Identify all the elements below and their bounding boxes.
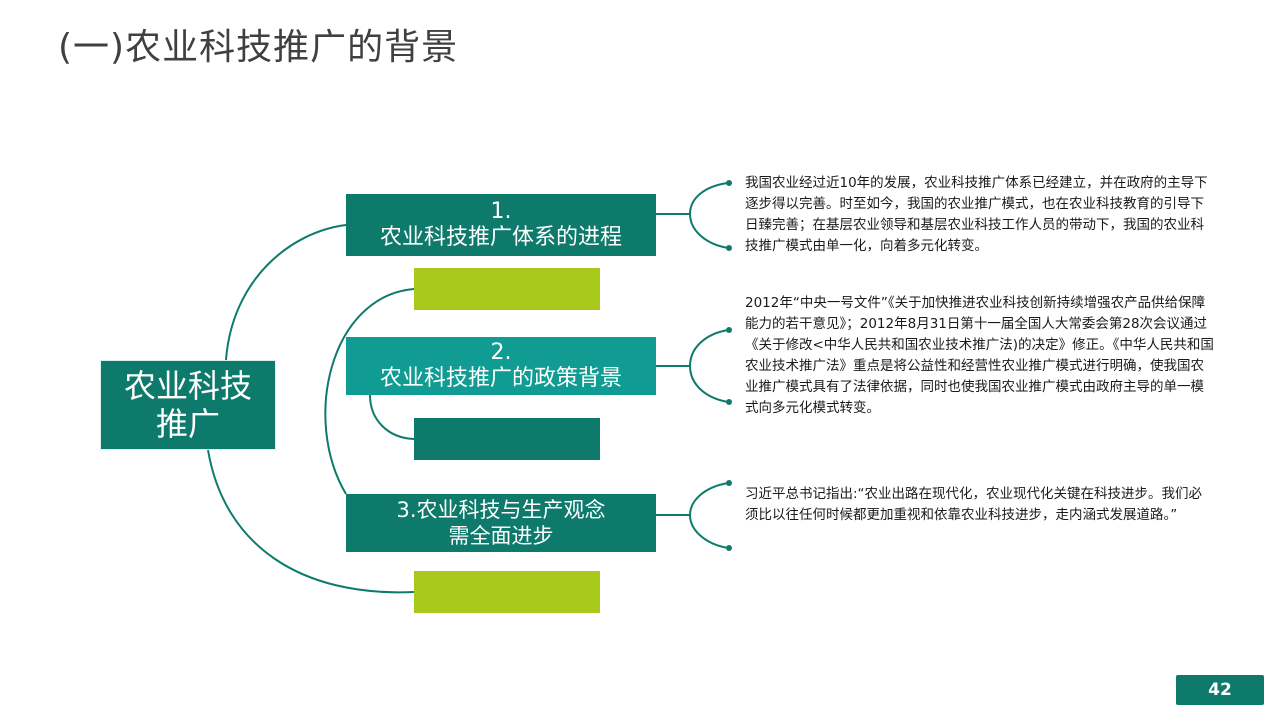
bracket-dot	[726, 545, 732, 551]
topic-node-1: 1. 农业科技推广体系的进程	[346, 194, 656, 256]
topic-node-2: 2. 农业科技推广的政策背景	[346, 337, 656, 395]
root-node: 农业科技 推广	[100, 360, 276, 450]
connector-root-topic-1	[225, 224, 347, 361]
bracket-dot	[726, 480, 732, 486]
root-label-line1: 农业科技	[123, 367, 252, 405]
topic-3-line1: 3.农业科技与生产观念	[396, 498, 606, 522]
accent-bar-2	[414, 418, 600, 460]
connector-root-topic-3	[207, 449, 415, 594]
page-title: (一)农业科技推广的背景	[58, 27, 459, 68]
root-label-line2: 推广	[155, 405, 220, 443]
bracket-dot	[726, 180, 732, 186]
bracket-desc-3	[688, 482, 729, 549]
bracket-dot	[726, 245, 732, 251]
topic-1-description: 我国农业经过近10年的发展，农业科技推广体系已经建立，并在政府的主导下逐步得以完…	[745, 175, 1208, 254]
accent-bar-3	[414, 571, 600, 613]
bracket-dot	[726, 327, 732, 333]
page-number: 42	[1176, 675, 1264, 705]
topic-1-line2: 农业科技推广体系的进程	[379, 225, 622, 250]
topic-node-3: 3.农业科技与生产观念 需全面进步	[346, 494, 656, 552]
connector-topic-2-bar-2	[369, 394, 415, 440]
bracket-desc-2	[688, 329, 729, 403]
connector-bar-1-topic-3	[324, 288, 415, 495]
topic-2-description: 2012年“中央一号文件”《关于加快推进农业科技创新持续增强农产品供给保障能力的…	[745, 295, 1214, 416]
bracket-dot	[726, 399, 732, 405]
topic-3-description: 习近平总书记指出:“农业出路在现代化，农业现代化关键在科技进步。我们必须比以往任…	[745, 486, 1203, 523]
topic-2-line2: 农业科技推广的政策背景	[379, 366, 622, 391]
accent-bar-1	[414, 268, 600, 310]
topic-3-line2: 需全面进步	[448, 524, 554, 548]
bracket-desc-1	[688, 182, 729, 249]
topic-1-line1: 1.	[490, 199, 512, 224]
topic-2-line1: 2.	[490, 340, 512, 365]
